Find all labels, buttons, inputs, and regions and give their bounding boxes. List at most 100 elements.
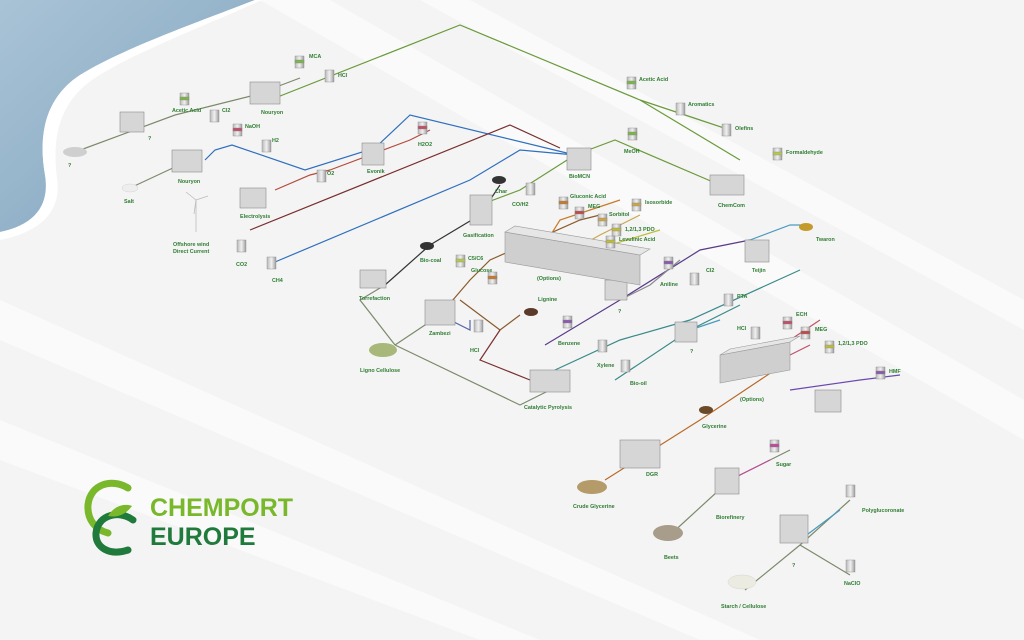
tank-bio-oil: [620, 359, 631, 373]
tank-meg-2: [800, 326, 811, 340]
label-pta: PTA: [737, 294, 747, 300]
label-bio-coal: Bio-coal: [420, 258, 442, 264]
label-glucose: Glucose: [471, 268, 492, 274]
wind-turbine-icon: [185, 191, 209, 232]
tank-aromatics: [675, 102, 686, 116]
label-q-right: ?: [690, 349, 693, 355]
tank-aniline: [663, 256, 674, 270]
tank-cl2-2: [689, 272, 700, 286]
label-chemcom: ChemCom: [718, 203, 745, 209]
tank-benzene: [562, 315, 573, 329]
pipe-glucose: [439, 214, 601, 316]
label-pdo-2: 1,2/1,3 PDO: [838, 341, 868, 347]
tank-hcl-3: [750, 326, 761, 340]
pipe-co2-dark: [249, 124, 561, 231]
tank-co2: [236, 239, 247, 253]
label-xylene: Xylene: [597, 363, 614, 369]
tank-levulinic-acid: [605, 235, 616, 249]
plant-chemcom: [709, 174, 745, 196]
plant-hmf: [814, 389, 842, 413]
label-ch4: CH4: [272, 278, 283, 284]
plant-evonik: [361, 142, 385, 166]
tank-co-h2: [525, 182, 536, 196]
pipe-benzene: [544, 239, 751, 346]
label-glycerine: Glycerine: [702, 424, 727, 430]
label-teijin: Teijin: [752, 268, 766, 274]
label-acetic-acid-1: Acetic Acid: [172, 108, 201, 114]
solid-products: [420, 176, 813, 414]
tank-xylene: [597, 339, 608, 353]
label-bio-oil: Bio-oil: [630, 381, 647, 387]
label-olefins: Olefins: [735, 126, 753, 132]
tank-isosorbide: [631, 198, 642, 212]
tank-o2: [316, 169, 327, 183]
pile-question: [63, 147, 87, 157]
label-beets: Beets: [664, 555, 679, 561]
tank-pdo-2: [824, 340, 835, 354]
plant-biomcn: [566, 147, 592, 171]
tank-mca: [294, 55, 305, 69]
plant-question-right: [674, 321, 698, 343]
tank-hcl-1: [324, 69, 335, 83]
disc-char: [492, 176, 506, 184]
tank-formaldehyde: [772, 147, 783, 161]
pipe-top-green: [269, 24, 741, 161]
tank-acetic-acid-2: [626, 76, 637, 90]
tank-meoh: [627, 127, 638, 141]
plant-buildings: [119, 81, 842, 544]
label-meg-2: MEG: [815, 327, 827, 333]
label-aniline: Aniline: [660, 282, 678, 288]
raw-material-piles: [63, 147, 757, 590]
pile-salt: [121, 183, 139, 193]
label-hcl-3: HCl: [737, 326, 747, 332]
label-options-2: (Options): [740, 397, 764, 403]
label-co2: CO2: [236, 262, 247, 268]
shoreline: [0, 0, 262, 240]
label-nouryon-2: Nouryon: [178, 179, 200, 185]
plant-teijin: [744, 239, 770, 263]
label-aromatics: Aromatics: [688, 102, 714, 108]
logo-mark-icon: [84, 479, 137, 556]
label-gluconic-acid: Gluconic Acid: [570, 194, 606, 200]
label-levulinic-acid: Levulinic Acid: [619, 237, 655, 243]
tank-ech: [782, 316, 793, 330]
label-q-top: ?: [148, 136, 151, 142]
labels: ? Salt ? Acetic Acid Cl2 Nouryon MCA HCl…: [68, 54, 904, 610]
tank-h2o2: [417, 121, 428, 135]
label-catalytic-pyrolysis: Catalytic Pyrolysis: [524, 405, 572, 411]
label-benzene: Benzene: [558, 341, 580, 347]
plant-torrefaction: [359, 269, 387, 289]
tank-h2: [261, 139, 272, 153]
plant-gasification: [469, 194, 493, 226]
tank-naclo: [845, 559, 856, 573]
plant-dgr: [619, 439, 661, 469]
label-crude-glycerine: Crude Glycerine: [573, 504, 615, 510]
label-direct-current: Direct Current: [173, 249, 209, 255]
label-sorbitol: Sorbitol: [609, 212, 630, 218]
label-formaldehyde: Formaldehyde: [786, 150, 823, 156]
label-salt: Salt: [124, 199, 134, 205]
disc-lignine: [524, 308, 538, 316]
tank-polyglucoronate: [845, 484, 856, 498]
pile-ligno-cellulose: [369, 343, 397, 357]
label-naoh: NaOH: [245, 124, 260, 130]
label-twaron: Twaron: [816, 237, 835, 243]
label-electrolysis: Electrolysis: [240, 214, 270, 220]
tank-hcl-2: [473, 319, 484, 333]
label-q1: ?: [68, 163, 71, 169]
tank-meg-1: [574, 206, 585, 220]
label-naclo: NaClO: [844, 581, 860, 587]
plant-nouryon-salt: [171, 149, 203, 173]
pipe-xylene: [554, 269, 801, 371]
label-dgr: DGR: [646, 472, 658, 478]
label-lignine: Lignine: [538, 297, 557, 303]
label-polyglucoronate: Polyglucoronate: [862, 508, 904, 514]
label-mca: MCA: [309, 54, 321, 60]
pipe-ligno: [359, 284, 396, 346]
tank-gluconic-acid: [558, 196, 569, 210]
tank-olefins: [721, 123, 732, 137]
logo-text-europe: EUROPE: [150, 523, 256, 551]
